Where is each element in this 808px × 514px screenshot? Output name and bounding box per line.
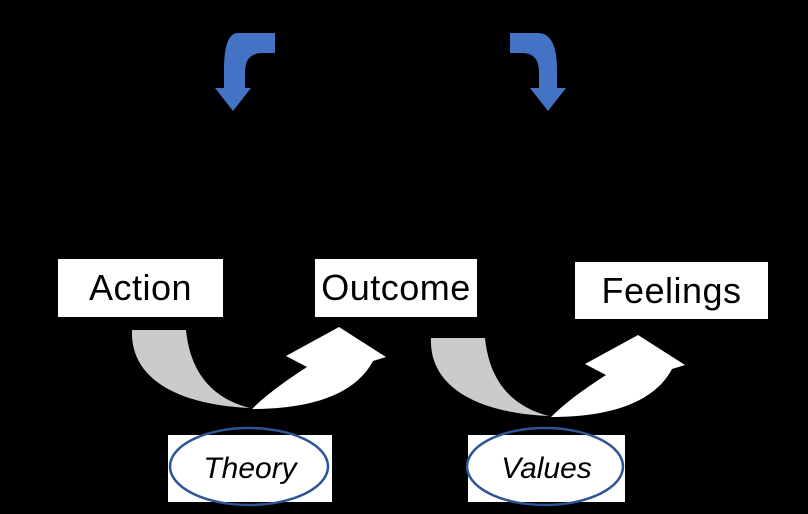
curved-down-arrow-right-icon bbox=[510, 33, 566, 111]
swoosh-arrow-action-outcome-icon bbox=[131, 327, 386, 409]
action-box bbox=[58, 259, 223, 317]
outcome-label: Outcome bbox=[321, 267, 471, 308]
values-label: Values bbox=[501, 451, 592, 485]
action-label: Action bbox=[88, 267, 193, 308]
feelings-label: Feelings bbox=[601, 269, 742, 311]
swoosh-arrow-outcome-feelings-icon bbox=[430, 335, 685, 417]
swoosh-back-ribbon bbox=[131, 330, 250, 408]
feelings-box bbox=[575, 262, 768, 319]
swoosh-front-arrow bbox=[252, 327, 386, 409]
theory-label: Theory bbox=[203, 451, 297, 485]
curved-down-arrow-left-icon bbox=[215, 33, 275, 111]
theory-box bbox=[168, 435, 332, 502]
values-box bbox=[468, 435, 625, 502]
theory-oval-outline bbox=[168, 426, 330, 507]
outcome-box bbox=[315, 259, 477, 317]
values-oval-outline bbox=[465, 426, 625, 507]
